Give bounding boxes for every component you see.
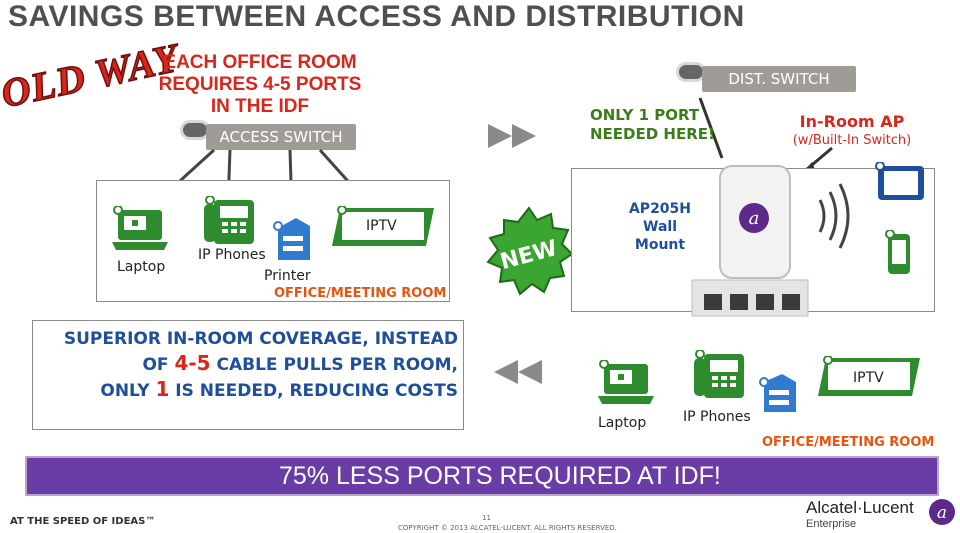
new-ip-phone-icon: [694, 350, 744, 398]
ap-line3: Mount: [634, 237, 686, 253]
iptv-icon: [332, 206, 434, 246]
smartphone-icon: [885, 230, 910, 274]
printer-icon: [273, 218, 310, 260]
arrow-left-2: [518, 360, 542, 384]
new-room-label: OFFICE/MEETING ROOM: [762, 435, 935, 450]
footer-tagline: AT THE SPEED OF IDEAS™: [10, 516, 156, 527]
svg-text:a: a: [749, 208, 760, 229]
page-title: SAVINGS BETWEEN ACCESS AND DISTRIBUTION: [8, 0, 745, 33]
page-number: 11: [482, 514, 491, 522]
svg-text:a: a: [937, 503, 947, 523]
access-point-icon: a: [691, 165, 809, 317]
old-headline-line2: REQUIRES 4-5 PORTS: [158, 74, 362, 95]
old-room-label: OFFICE/MEETING ROOM: [274, 286, 447, 301]
summary-line3-a: ONLY: [100, 381, 156, 401]
only-port-line1: ONLY 1 PORT: [590, 106, 700, 124]
new-laptop-icon: [598, 360, 654, 404]
ap-model-label: AP205H Wall Mount: [620, 200, 700, 254]
old-headline: EACH OFFICE ROOM REQUIRES 4-5 PORTS IN T…: [150, 52, 370, 118]
access-switch: ACCESS SWITCH: [206, 124, 356, 150]
old-iptv-label: IPTV: [366, 218, 397, 234]
ap-line1: AP205H: [628, 201, 692, 217]
brand-sub: Enterprise: [806, 518, 857, 530]
inroom-ap-label: In-Room AP (w/Built-In Switch): [772, 112, 932, 150]
summary-box: [32, 320, 464, 430]
summary-line2: OF 4-5 CABLE PULLS PER ROOM,: [40, 351, 458, 377]
old-headline-line3: IN THE IDF: [210, 96, 310, 117]
tablet-icon: [875, 162, 924, 200]
new-iptv-label: IPTV: [853, 370, 884, 386]
wifi-waves-icon: [818, 183, 850, 249]
inroom-line2: (w/Built-In Switch): [792, 133, 912, 148]
arrow-left-1: [494, 360, 518, 384]
summary-line3-num: 1: [155, 377, 170, 401]
new-badge-icon: NEW: [486, 206, 574, 296]
summary-line2-b: CABLE PULLS PER ROOM,: [210, 355, 458, 375]
new-laptop-label: Laptop: [598, 415, 647, 431]
copyright: COPYRIGHT © 2013 ALCATEL-LUCENT. ALL RIG…: [398, 524, 617, 532]
only-port-line2: NEEDED HERE!: [590, 125, 715, 143]
laptop-icon: [112, 206, 168, 250]
old-headline-line1: EACH OFFICE ROOM: [163, 52, 357, 73]
new-phone-label: IP Phones: [683, 409, 751, 425]
old-printer-label: Printer: [264, 268, 311, 284]
inroom-line1: In-Room AP: [799, 112, 905, 131]
ip-phone-icon: [204, 196, 254, 244]
summary-line2-num: 4-5: [174, 351, 211, 375]
only-port-text: ONLY 1 PORT NEEDED HERE!: [590, 106, 715, 144]
arrow-right-2: [512, 124, 536, 148]
alcatel-logo-icon: a: [929, 499, 955, 525]
summary-line1: SUPERIOR IN-ROOM COVERAGE, INSTEAD: [63, 329, 458, 349]
summary-line3-b: IS NEEDED, REDUCING COSTS: [169, 381, 458, 401]
ports-banner: 75% LESS PORTS REQUIRED AT IDF!: [25, 456, 939, 496]
new-iptv-icon: [818, 356, 920, 396]
new-printer-icon: [759, 374, 796, 412]
summary-line2-a: OF: [142, 355, 175, 375]
old-laptop-label: Laptop: [117, 259, 166, 275]
arrow-right-1: [488, 124, 512, 148]
old-phone-label: IP Phones: [198, 247, 266, 263]
summary-line3: ONLY 1 IS NEEDED, REDUCING COSTS: [40, 377, 458, 403]
dist-switch: DIST. SWITCH: [702, 66, 856, 92]
ap-line2: Wall: [643, 219, 677, 235]
brand-name: Alcatel·Lucent: [806, 498, 914, 517]
summary-text: SUPERIOR IN-ROOM COVERAGE, INSTEAD OF 4-…: [40, 327, 458, 403]
